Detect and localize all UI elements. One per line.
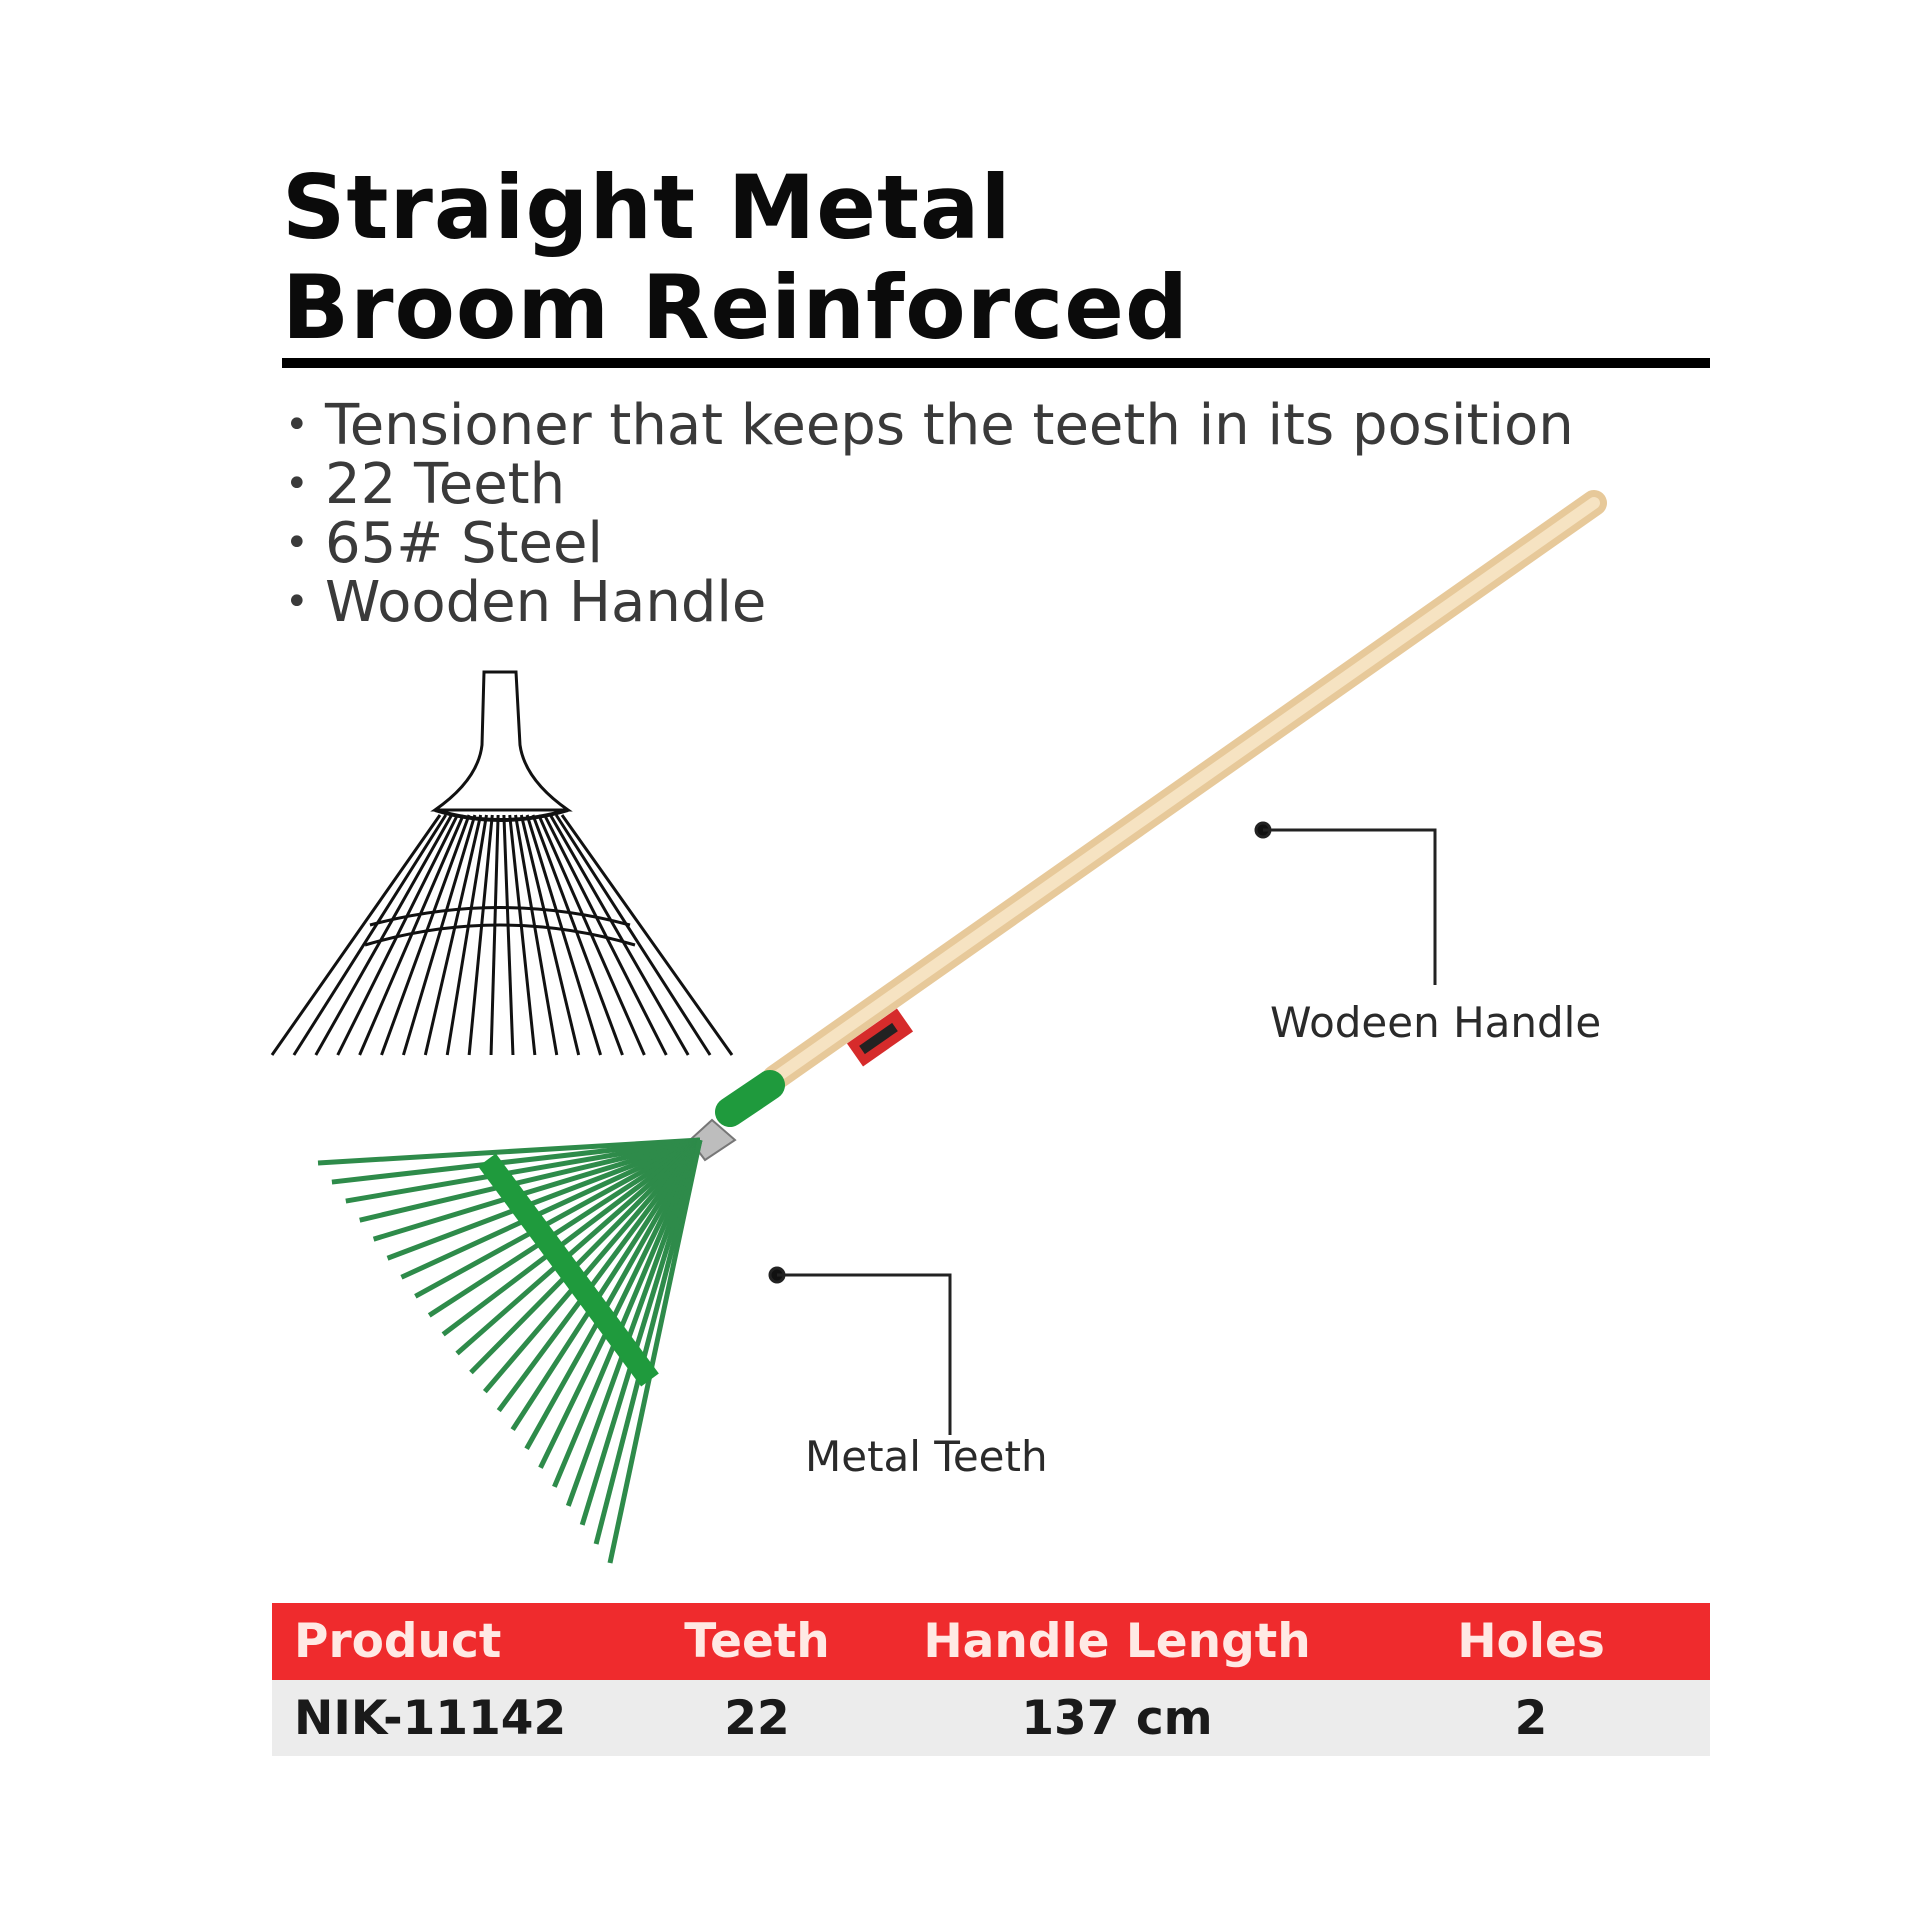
cell-teeth: 22 [724, 1690, 790, 1746]
table-row: NIK-11142 22 137 cm 2 [272, 1680, 1710, 1756]
cell-product: NIK-11142 [294, 1690, 567, 1746]
header-holes: Holes [1457, 1614, 1605, 1669]
rake-line-drawing-icon [270, 670, 734, 1056]
feature-item: •Wooden Handle [285, 570, 767, 635]
handle-callout-label: Wodeen Handle [1270, 998, 1602, 1047]
handle-callout-line [1254, 821, 1437, 985]
teeth-callout-label: Metal Teeth [805, 1432, 1048, 1481]
feature-item: •Tensioner that keeps the teeth in its p… [285, 393, 1574, 458]
title-divider [282, 358, 1710, 368]
feature-list: •Tensioner that keeps the teeth in its p… [285, 396, 1574, 632]
feature-item: •65# Steel [285, 511, 603, 576]
cell-handle-length: 137 cm [1021, 1690, 1213, 1746]
leaf-rake-photo-icon [317, 490, 1607, 1564]
table-header-row: Product Teeth Handle Length Holes [272, 1603, 1710, 1680]
header-teeth: Teeth [684, 1614, 830, 1669]
header-handle-length: Handle Length [923, 1614, 1311, 1669]
teeth-callout-line [768, 1266, 952, 1435]
feature-item: •22 Teeth [285, 452, 566, 517]
header-product: Product [294, 1614, 502, 1669]
title-line-1: Straight Metal [282, 156, 1012, 259]
spec-table: Product Teeth Handle Length Holes NIK-11… [272, 1603, 1710, 1756]
cell-holes: 2 [1514, 1690, 1548, 1746]
title-line-2: Broom Reinforced [282, 256, 1189, 359]
product-title: Straight Metal Broom Reinforced [282, 158, 1702, 358]
